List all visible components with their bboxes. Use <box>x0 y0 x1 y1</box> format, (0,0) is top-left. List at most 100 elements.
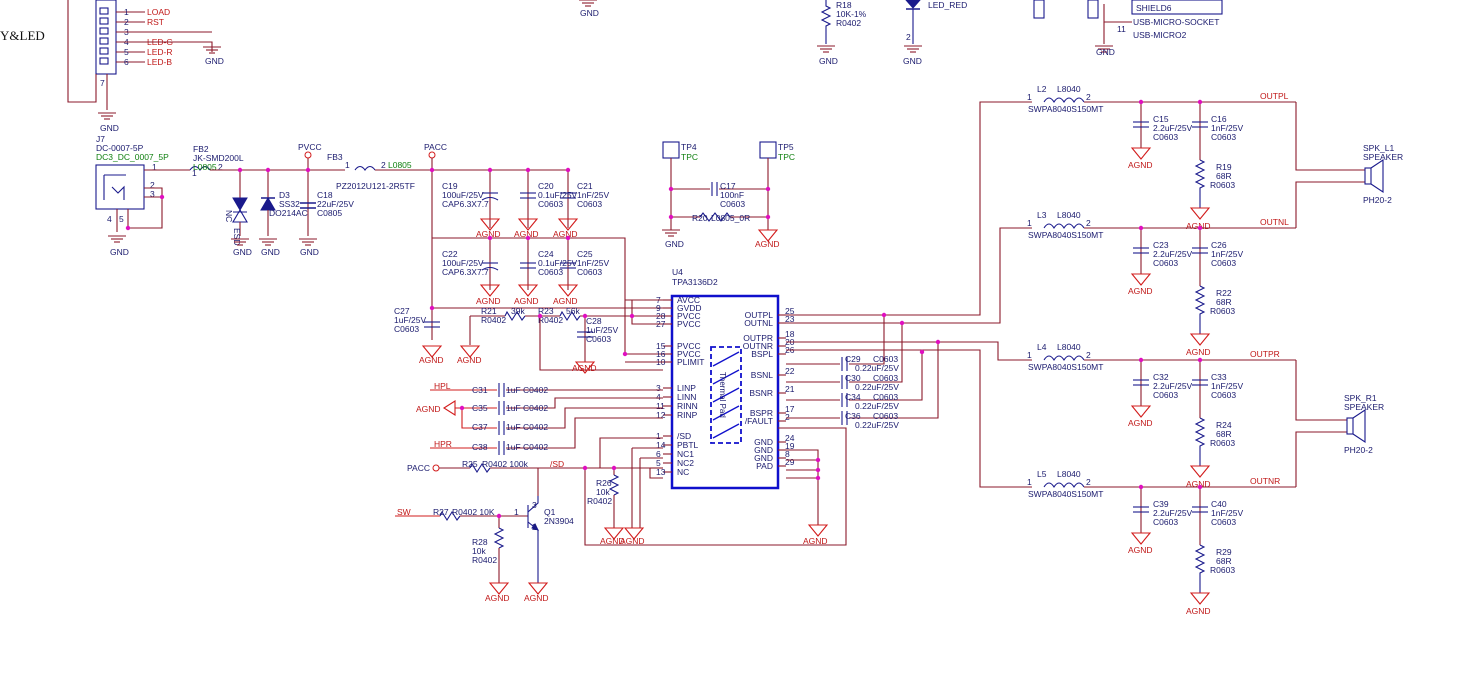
u4-pin-name: BSPR <box>750 408 773 418</box>
thermal-pad-label: Thermal Pad <box>718 372 727 418</box>
snubber-cap-package: C0603 <box>1211 258 1236 268</box>
r18-ref: R18 <box>836 0 852 10</box>
c30-ref: C30 <box>845 373 861 383</box>
audio-input-section: HPL C31 1uF C0402 AGND C35 1uF C0402 C37… <box>416 381 663 455</box>
c37-package: C0402 <box>523 422 548 432</box>
pacc-label: PACC <box>424 142 447 152</box>
c22-ref: C22 <box>442 249 458 259</box>
filter-cap-ref: C39 <box>1153 499 1169 509</box>
snubber-cap-package: C0603 <box>1211 132 1236 142</box>
c36-value: 0.22uF/25V <box>855 420 899 430</box>
agnd-label: AGND <box>524 593 549 603</box>
r26-value: 10k <box>596 487 610 497</box>
u4-pin-number: 19 <box>785 441 795 451</box>
c31-value: 1uF <box>506 385 521 395</box>
shutdown-control: PACC R25 R0402 100k /SD R26 10k R0402 AG… <box>395 427 847 603</box>
fb2-value: JK-SMD200L <box>193 153 244 163</box>
snubber-cap-value: 1nF/25V <box>1211 381 1243 391</box>
u4-pin-name: OUTNL <box>744 318 773 328</box>
inductor-pin: 1 <box>1027 92 1032 102</box>
u4-pin-number: 21 <box>785 384 795 394</box>
c24-ref: C24 <box>538 249 554 259</box>
c18-package: C0805 <box>317 208 342 218</box>
connector-pin: 7 <box>100 78 105 88</box>
u4-pin-name: /SD <box>677 431 691 441</box>
filter-cap-package: C0603 <box>1153 517 1178 527</box>
snubber-res-package: R0603 <box>1210 180 1235 190</box>
r18-value: 10K-1% <box>836 9 867 19</box>
r23-package: R0402 <box>538 315 563 325</box>
u4-pin-name: RINP <box>677 410 698 420</box>
u4-pin-number: 11 <box>656 401 665 411</box>
snubber-cap-ref: C40 <box>1211 499 1227 509</box>
spk-r1-package: PH20-2 <box>1344 445 1373 455</box>
u4-pin-number: 15 <box>656 341 666 351</box>
u4-pin-number: 17 <box>785 404 795 414</box>
fb2-pin: 1 <box>192 168 197 178</box>
inductor-part: SWPA8040S150MT <box>1028 362 1103 372</box>
c20-ref: C20 <box>538 181 554 191</box>
usb-package-label: USB-MICRO2 <box>1133 30 1187 40</box>
u4-pin-number: 13 <box>656 467 666 477</box>
gnd-label: GND <box>110 247 129 257</box>
agnd-label: AGND <box>755 239 780 249</box>
snubber-cap-value: 1nF/25V <box>1211 249 1243 259</box>
c20-package: C0603 <box>538 199 563 209</box>
j7-pin: 1 <box>152 162 157 172</box>
gnd-label: GND <box>665 239 684 249</box>
r26-ref: R26 <box>596 478 612 488</box>
c38-value: 1uF <box>506 442 521 452</box>
c25-ref: C25 <box>577 249 593 259</box>
c21-value: 1nF/25V <box>577 190 609 200</box>
snubber-res-ref: R19 <box>1216 162 1232 172</box>
r27-value: R0402 10K <box>452 507 495 517</box>
agnd-label: AGND <box>553 296 578 306</box>
u4-pin-number: 25 <box>785 306 795 316</box>
c38-ref: C38 <box>472 442 488 452</box>
c31-package: C0402 <box>523 385 548 395</box>
u4-pin-number: 16 <box>656 349 666 359</box>
c19-value: 100uF/25V <box>442 190 484 200</box>
u4-pin-name: LINP <box>677 383 696 393</box>
snubber-res-value: 68R <box>1216 171 1232 181</box>
u4-pin-number: 12 <box>656 410 666 420</box>
c34-ref: C34 <box>845 392 861 402</box>
inductor-ref: L2 <box>1037 84 1047 94</box>
c19-ref: C19 <box>442 181 458 191</box>
u4-pin-name: PVCC <box>677 311 701 321</box>
c22-value: 100uF/25V <box>442 258 484 268</box>
inductor-ref: L5 <box>1037 469 1047 479</box>
fb3-value: PZ2012U121-2R5TF <box>336 181 415 191</box>
u4-pin-name: GND <box>754 453 773 463</box>
j7-alt: DC3_DC_0007_5P <box>96 152 169 162</box>
snubber-res-package: R0603 <box>1210 565 1235 575</box>
u4-pin-number: 9 <box>656 303 661 313</box>
r21-ref: R21 <box>481 306 497 316</box>
hpl-label: HPL <box>434 381 451 391</box>
fb3-ref: FB3 <box>327 152 343 162</box>
top-fragment-parts: GND R18 10K-1% R0402 GND LED_RED 2 GND S… <box>578 0 1223 66</box>
c28-value: 1uF/25V <box>586 325 618 335</box>
gnd-label: GND <box>819 56 838 66</box>
agnd-label: AGND <box>553 229 578 239</box>
inductor-ref: L3 <box>1037 210 1047 220</box>
agnd-label: AGND <box>514 296 539 306</box>
fb3-pin: 2 <box>381 160 386 170</box>
agnd-label: AGND <box>803 536 828 546</box>
sd-net-label: /SD <box>550 459 564 469</box>
c29-ref: C29 <box>845 354 861 364</box>
speakers: SPK_L1 SPEAKER PH20-2 SPK_R1 SPEAKER PH2… <box>1295 102 1403 487</box>
u4-pin-name: PLIMIT <box>677 357 704 367</box>
fb3-pin: 1 <box>345 160 350 170</box>
gnd-label: GND <box>205 56 224 66</box>
filter-cap-value: 2.2uF/25V <box>1153 249 1193 259</box>
net-label-led-r: LED-R <box>147 47 173 57</box>
c36-ref: C36 <box>845 411 861 421</box>
u4-pin-name: OUTNR <box>743 341 773 351</box>
fb3-package: L0805 <box>388 160 412 170</box>
agnd-label: AGND <box>419 355 444 365</box>
spk-l1-package: PH20-2 <box>1363 195 1392 205</box>
agnd-label: AGND <box>1128 160 1153 170</box>
inductor-ref: L4 <box>1037 342 1047 352</box>
